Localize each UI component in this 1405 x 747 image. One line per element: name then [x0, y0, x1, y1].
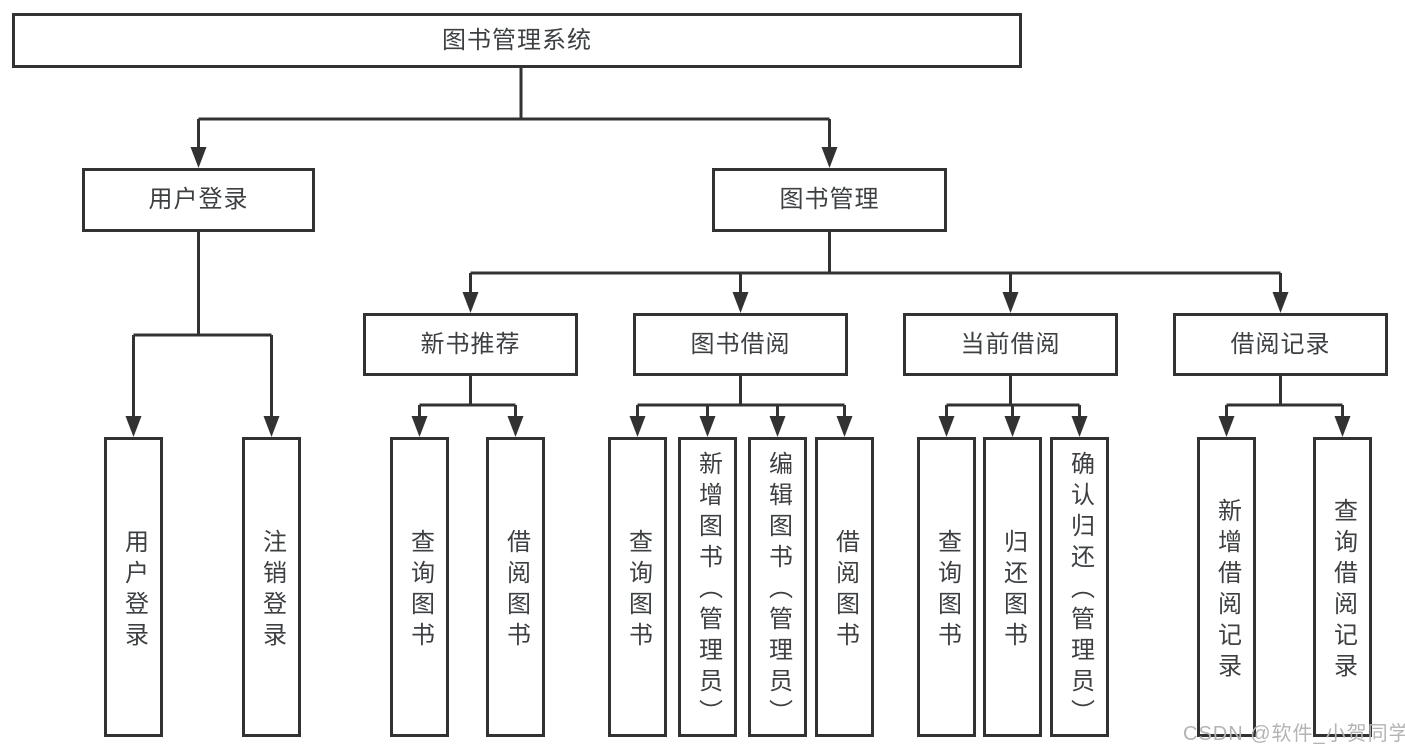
leaf-add-borrow-record: 新增借阅记录 [1197, 437, 1256, 737]
node-borrowing-records: 借阅记录 [1173, 313, 1388, 376]
leaf-borrow-books-borrowing-label: 借阅图书 [831, 528, 859, 653]
leaf-borrow-books-borrowing: 借阅图书 [815, 437, 874, 737]
node-new-book-recommendation-label: 新书推荐 [420, 330, 521, 358]
leaf-add-book-admin-label: 新增图书（管理员） [694, 451, 722, 730]
node-book-borrowing-label: 图书借阅 [690, 330, 791, 358]
leaf-logout-login-label: 注销登录 [258, 528, 286, 653]
node-current-borrowing: 当前借阅 [903, 313, 1118, 376]
leaf-return-books: 归还图书 [983, 437, 1042, 737]
node-book-borrowing: 图书借阅 [633, 313, 848, 376]
leaf-query-borrow-record-label: 查询借阅记录 [1329, 497, 1357, 684]
leaf-borrow-books-recommend: 借阅图书 [486, 437, 545, 737]
node-library-management-system: 图书管理系统 [12, 13, 1022, 68]
node-current-borrowing-label: 当前借阅 [960, 330, 1061, 358]
leaf-confirm-return-admin: 确认归还（管理员） [1050, 437, 1109, 737]
leaf-query-borrow-record: 查询借阅记录 [1313, 437, 1372, 737]
leaf-logout-login: 注销登录 [242, 437, 301, 737]
leaf-query-books-recommend-label: 查询图书 [406, 528, 434, 653]
leaf-return-books-label: 归还图书 [999, 528, 1027, 653]
leaf-query-books-recommend: 查询图书 [390, 437, 449, 737]
leaf-user-login: 用户登录 [104, 437, 163, 737]
leaf-query-books-current: 查询图书 [917, 437, 976, 737]
leaf-query-books-current-label: 查询图书 [933, 528, 961, 653]
node-user-login-label: 用户登录 [148, 186, 249, 213]
node-book-management: 图书管理 [712, 168, 947, 232]
leaf-user-login-label: 用户登录 [120, 528, 148, 653]
node-book-management-label: 图书管理 [779, 186, 880, 213]
leaf-query-books-borrowing-label: 查询图书 [624, 528, 652, 653]
leaf-borrow-books-recommend-label: 借阅图书 [502, 528, 530, 653]
node-borrowing-records-label: 借阅记录 [1230, 330, 1331, 358]
leaf-confirm-return-admin-label: 确认归还（管理员） [1066, 451, 1094, 730]
leaf-add-book-admin: 新增图书（管理员） [678, 437, 737, 737]
node-library-management-system-label: 图书管理系统 [442, 26, 592, 54]
leaf-add-borrow-record-label: 新增借阅记录 [1213, 497, 1241, 684]
node-new-book-recommendation: 新书推荐 [363, 313, 578, 376]
leaf-query-books-borrowing: 查询图书 [608, 437, 667, 737]
leaf-edit-book-admin: 编辑图书（管理员） [748, 437, 807, 737]
leaf-edit-book-admin-label: 编辑图书（管理员） [764, 451, 792, 730]
node-user-login: 用户登录 [82, 168, 315, 232]
